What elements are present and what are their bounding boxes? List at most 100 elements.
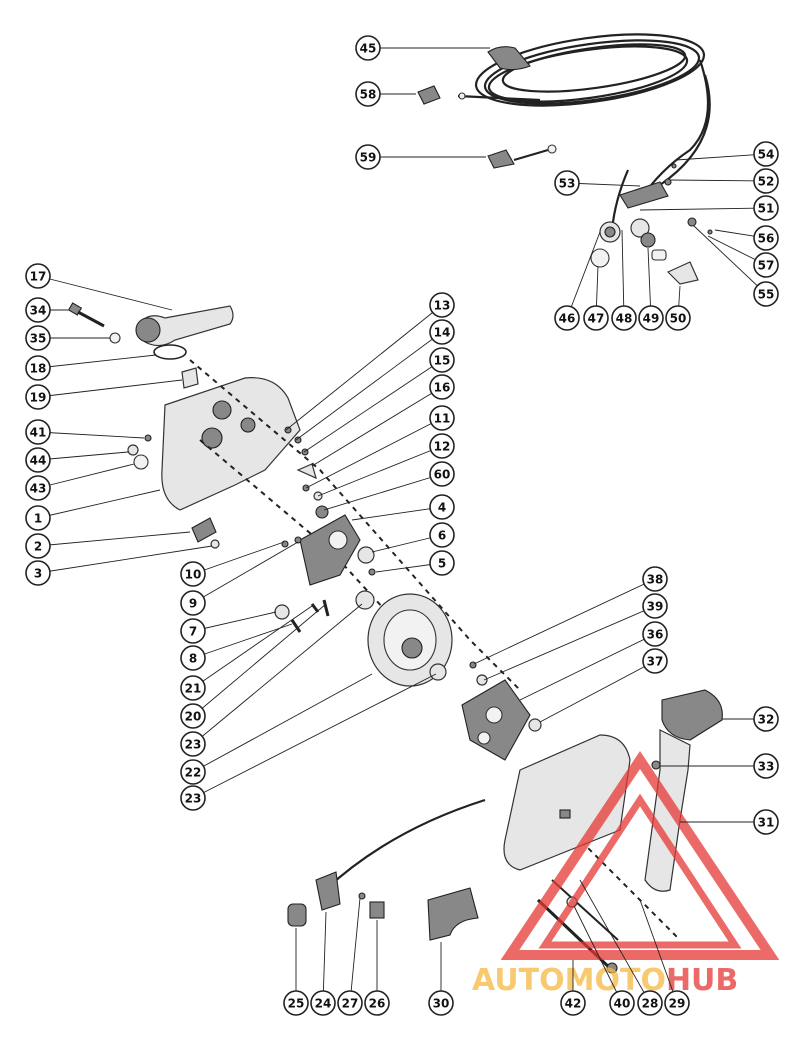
part-callout-14: 14 bbox=[429, 319, 455, 345]
callout-circle bbox=[180, 590, 206, 616]
part-callout-58: 58 bbox=[355, 81, 381, 107]
part-callout-5: 5 bbox=[429, 550, 455, 576]
callout-circle bbox=[25, 297, 51, 323]
callout-number: 3 bbox=[34, 567, 42, 581]
part-callout-1: 1 bbox=[25, 505, 51, 531]
callout-circle bbox=[25, 355, 51, 381]
callout-circle bbox=[429, 292, 455, 318]
callout-circle bbox=[364, 990, 390, 1016]
part-callout-59: 59 bbox=[355, 144, 381, 170]
callout-circle bbox=[25, 447, 51, 473]
part-callout-53: 53 bbox=[554, 170, 580, 196]
callout-number: 1 bbox=[34, 512, 42, 526]
callout-number: 54 bbox=[758, 148, 775, 162]
part-callout-20: 20 bbox=[180, 703, 206, 729]
callout-number: 17 bbox=[30, 270, 47, 284]
leader-line bbox=[192, 605, 313, 689]
callout-circle bbox=[753, 141, 779, 167]
control-housing bbox=[161, 377, 301, 511]
callout-circle bbox=[753, 706, 779, 732]
part-callout-4: 4 bbox=[429, 494, 455, 520]
callout-circle bbox=[25, 505, 51, 531]
callout-circle bbox=[180, 703, 206, 729]
part-callout-13: 13 bbox=[429, 292, 455, 318]
callout-circle bbox=[753, 225, 779, 251]
harness-small-parts bbox=[590, 163, 713, 285]
callout-number: 2 bbox=[34, 540, 42, 554]
leader-line bbox=[37, 545, 213, 574]
callout-number: 32 bbox=[758, 713, 775, 727]
part-callout-37: 37 bbox=[642, 648, 668, 674]
part-callout-29: 29 bbox=[664, 990, 690, 1016]
callout-circle bbox=[554, 170, 580, 196]
part-callout-25: 25 bbox=[283, 990, 309, 1016]
callout-circle bbox=[753, 252, 779, 278]
terminal-connectors bbox=[417, 85, 557, 169]
callout-number: 58 bbox=[360, 88, 377, 102]
callout-number: 46 bbox=[559, 312, 576, 326]
part-callout-34: 34 bbox=[25, 297, 51, 323]
friction-disc bbox=[367, 593, 453, 687]
part-callout-3: 3 bbox=[25, 560, 51, 586]
callout-number: 45 bbox=[360, 42, 377, 56]
leader-line bbox=[303, 359, 443, 453]
callout-number: 42 bbox=[565, 997, 582, 1011]
leader-line bbox=[37, 431, 145, 439]
callout-number: 53 bbox=[559, 177, 576, 191]
part-callout-10: 10 bbox=[180, 561, 206, 587]
leader-line bbox=[192, 673, 437, 799]
callout-circle bbox=[25, 560, 51, 586]
part-callout-60: 60 bbox=[429, 461, 455, 487]
callout-circle bbox=[638, 305, 664, 331]
callout-number: 16 bbox=[434, 381, 451, 395]
leader-line bbox=[192, 623, 293, 659]
callout-circle bbox=[180, 618, 206, 644]
part-callout-46: 46 bbox=[554, 305, 580, 331]
callout-circle bbox=[25, 533, 51, 559]
leader-line bbox=[539, 660, 656, 723]
leader-line bbox=[37, 354, 157, 369]
callout-circle bbox=[583, 305, 609, 331]
callout-circle bbox=[611, 305, 637, 331]
leader-line bbox=[351, 506, 443, 521]
part-callout-2: 2 bbox=[25, 533, 51, 559]
callout-number: 18 bbox=[30, 362, 47, 376]
callout-circle bbox=[429, 550, 455, 576]
leader-line bbox=[693, 225, 767, 295]
leader-line bbox=[192, 603, 363, 745]
callout-circle bbox=[642, 566, 668, 592]
callout-number: 52 bbox=[758, 175, 775, 189]
part-callout-45: 45 bbox=[355, 35, 381, 61]
part-callout-9: 9 bbox=[180, 590, 206, 616]
callout-circle bbox=[180, 675, 206, 701]
part-callout-15: 15 bbox=[429, 347, 455, 373]
part-callout-52: 52 bbox=[753, 168, 779, 194]
part-callout-50: 50 bbox=[665, 305, 691, 331]
callout-circle bbox=[753, 281, 779, 307]
shift-plate bbox=[299, 514, 361, 586]
callout-number: 57 bbox=[758, 259, 775, 273]
leader-line bbox=[519, 633, 656, 701]
callout-circle bbox=[642, 621, 668, 647]
callout-number: 50 bbox=[670, 312, 687, 326]
part-callout-57: 57 bbox=[753, 252, 779, 278]
callout-circle bbox=[429, 494, 455, 520]
callout-number: 43 bbox=[30, 482, 47, 496]
callout-circle bbox=[355, 144, 381, 170]
callout-number: 39 bbox=[647, 600, 664, 614]
leader-line bbox=[483, 605, 656, 681]
part-callout-22: 22 bbox=[180, 759, 206, 785]
callout-circle bbox=[429, 433, 455, 459]
callout-circle bbox=[337, 990, 363, 1016]
wire-harness-coil bbox=[474, 33, 711, 201]
part-callout-41: 41 bbox=[25, 419, 51, 445]
callout-number: 37 bbox=[647, 655, 664, 669]
callout-circle bbox=[25, 419, 51, 445]
part-callout-40: 40 bbox=[609, 990, 635, 1016]
part-callout-42: 42 bbox=[560, 990, 586, 1016]
callout-number: 22 bbox=[185, 766, 202, 780]
callout-number: 12 bbox=[434, 440, 451, 454]
leader-line bbox=[295, 331, 443, 441]
part-callout-23: 23 bbox=[180, 731, 206, 757]
callout-number: 55 bbox=[758, 288, 775, 302]
